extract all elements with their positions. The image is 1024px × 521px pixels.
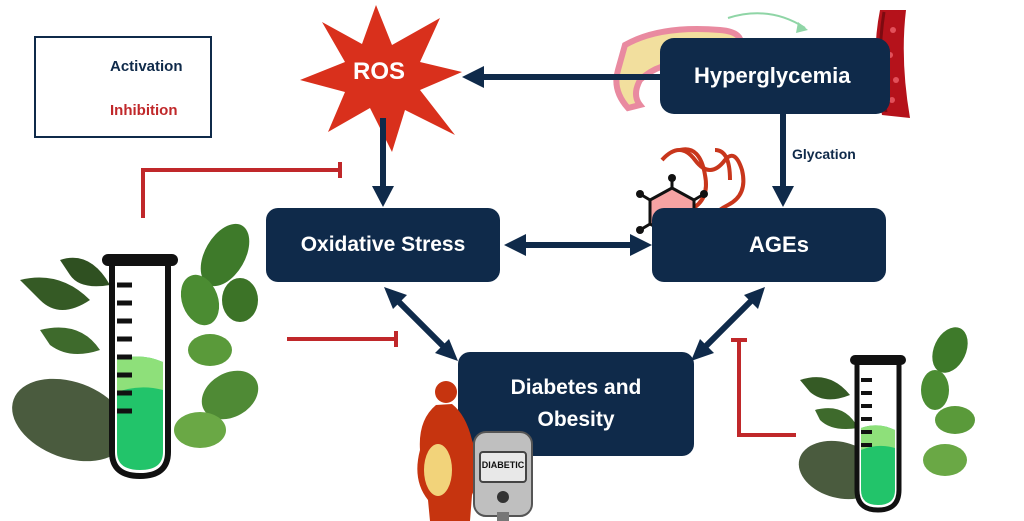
- glycation-label: Glycation: [792, 146, 856, 162]
- inhibition-lines: [48, 100, 796, 437]
- legend-box: Activation Inhibition: [34, 36, 212, 138]
- diabetes-label-line1: Diabetes and: [510, 376, 642, 399]
- glucometer-screen-text: DIABETIC: [481, 460, 525, 470]
- activation-arrows: [48, 56, 794, 361]
- arrowhead-ages: [772, 186, 794, 207]
- oxidative-stress-label: Oxidative Stress: [300, 233, 466, 256]
- legend-inhibition-label: Inhibition: [110, 102, 178, 119]
- node-ages: AGEs: [652, 208, 886, 282]
- flow-arrow-icon: [727, 12, 806, 29]
- node-oxidative-stress: Oxidative Stress: [266, 208, 500, 282]
- node-diabetes-obesity: Diabetes and Obesity: [458, 352, 694, 456]
- test-tube-icon: [850, 355, 906, 513]
- arrow-ages-diabetes: [701, 297, 755, 351]
- flow-arrowhead-icon: [796, 22, 808, 33]
- plant-leaves-icon: [12, 223, 259, 462]
- node-hyperglycemia: Hyperglycemia: [660, 38, 890, 114]
- arrow-oxidative-diabetes: [394, 297, 448, 351]
- inhibit-ros-line: [141, 168, 340, 218]
- test-tube-icon: [102, 254, 178, 480]
- legend-activation-label: Activation: [110, 58, 183, 75]
- diabetes-label-line2: Obesity: [537, 408, 615, 431]
- ros-label: ROS: [352, 58, 405, 85]
- arrowhead-oxidative: [372, 186, 394, 207]
- hyperglycemia-label: Hyperglycemia: [694, 63, 851, 88]
- ages-label: AGEs: [749, 232, 809, 257]
- ros-starburst-icon: [300, 5, 462, 152]
- arrowhead-ros: [462, 66, 484, 88]
- inhibit-ages-line: [737, 340, 796, 437]
- protein-structure-icon: [660, 147, 746, 236]
